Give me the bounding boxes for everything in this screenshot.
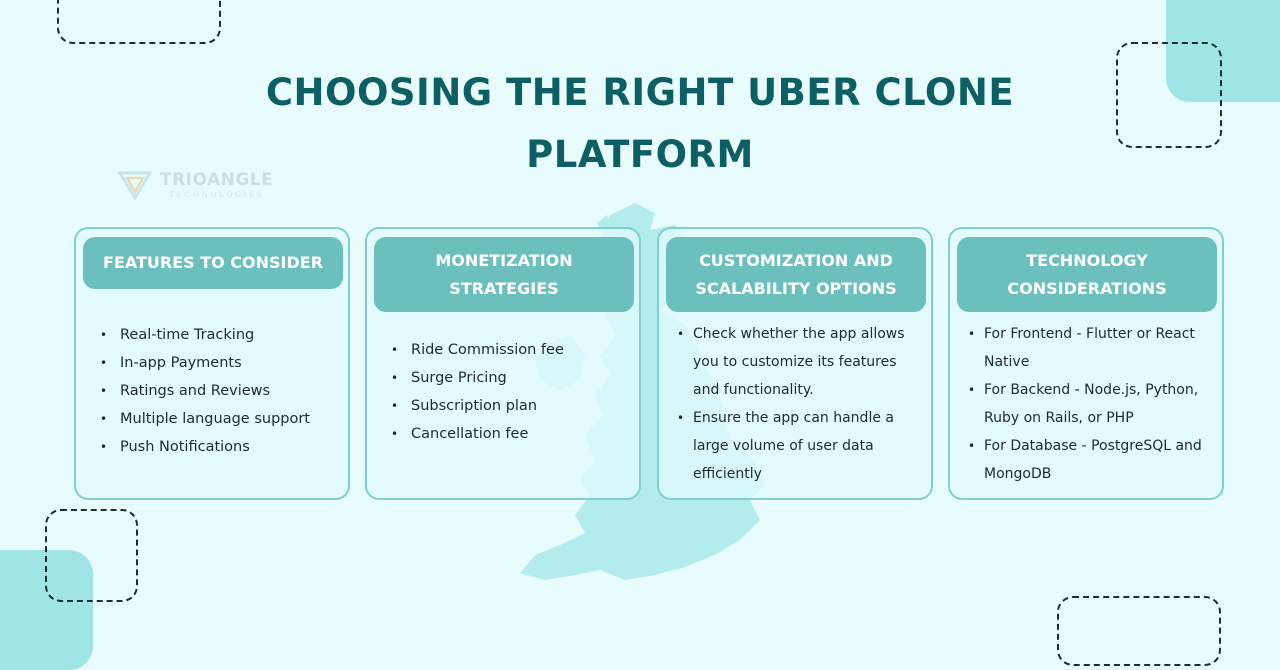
- card-bullet-list: Ride Commission fee Surge Pricing Subscr…: [391, 336, 631, 448]
- card-header: CUSTOMIZATION AND SCALABILITY OPTIONS: [666, 237, 926, 312]
- page-title: CHOOSING THE RIGHT UBER CLONE PLATFORM: [265, 71, 1015, 176]
- list-item: For Frontend - Flutter or React Native: [968, 320, 1220, 376]
- dashed-frame-decoration: [57, 0, 221, 44]
- corner-accent-shape: [1166, 0, 1280, 102]
- list-item: Subscription plan: [391, 392, 631, 420]
- list-item: Ride Commission fee: [391, 336, 631, 364]
- list-item: Ratings and Reviews: [100, 377, 340, 405]
- card-monetization-strategies: MONETIZATION STRATEGIES Ride Commission …: [365, 227, 641, 500]
- list-item: Multiple language support: [100, 405, 340, 433]
- dashed-frame-decoration: [45, 509, 138, 602]
- list-item: Ensure the app can handle a large volume…: [677, 404, 927, 488]
- triangle-logo-icon: [118, 171, 152, 200]
- list-item: Surge Pricing: [391, 364, 631, 392]
- card-header: FEATURES TO CONSIDER: [83, 237, 343, 289]
- card-bullet-list: For Frontend - Flutter or React Native F…: [968, 320, 1220, 488]
- dashed-frame-decoration: [1057, 596, 1221, 666]
- list-item: Check whether the app allows you to cust…: [677, 320, 927, 404]
- dashed-frame-decoration: [1116, 42, 1222, 148]
- card-bullet-list: Real-time Tracking In-app Payments Ratin…: [100, 321, 340, 461]
- card-features-to-consider: FEATURES TO CONSIDER Real-time Tracking …: [74, 227, 350, 500]
- card-header: MONETIZATION STRATEGIES: [374, 237, 634, 312]
- company-logo: TRIOANGLE TECHNOLOGIES: [118, 170, 273, 200]
- card-technology-considerations: TECHNOLOGY CONSIDERATIONS For Frontend -…: [948, 227, 1224, 500]
- list-item: Push Notifications: [100, 433, 340, 461]
- card-customization-scalability: CUSTOMIZATION AND SCALABILITY OPTIONS Ch…: [657, 227, 933, 500]
- logo-subtitle: TECHNOLOGIES: [169, 189, 265, 199]
- list-item: For Backend - Node.js, Python, Ruby on R…: [968, 376, 1220, 432]
- logo-name: TRIOANGLE: [160, 169, 274, 190]
- list-item: Cancellation fee: [391, 420, 631, 448]
- list-item: For Database - PostgreSQL and MongoDB: [968, 432, 1220, 488]
- card-header: TECHNOLOGY CONSIDERATIONS: [957, 237, 1217, 312]
- list-item: Real-time Tracking: [100, 321, 340, 349]
- card-bullet-list: Check whether the app allows you to cust…: [677, 320, 927, 488]
- list-item: In-app Payments: [100, 349, 340, 377]
